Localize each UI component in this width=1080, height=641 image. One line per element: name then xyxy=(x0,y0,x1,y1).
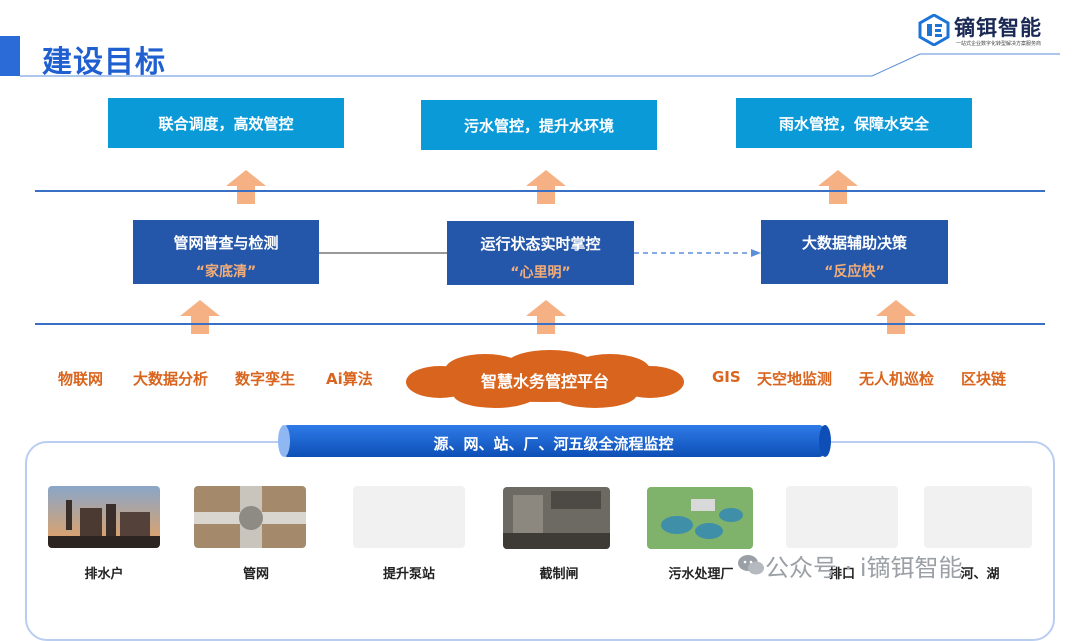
gate-photo xyxy=(503,487,610,549)
up-arrow-icon xyxy=(526,300,566,334)
up-arrow-icon xyxy=(818,170,858,204)
river-lake-photo xyxy=(924,486,1032,548)
goal-box-sewage: 污水管控，提升水环境 xyxy=(421,100,657,150)
brand-logo: 镝铒智能 一站式企业数字化转型解决方案服务商 xyxy=(918,12,1068,56)
divider-line xyxy=(35,323,1045,325)
factory-photo xyxy=(48,486,160,548)
monitor-item-label: 污水处理厂 xyxy=(668,567,734,582)
monitor-item-label: 截制闸 xyxy=(539,567,579,582)
tech-sky-ground-monitoring: 天空地监测 xyxy=(757,370,833,388)
goal-box-dispatch: 联合调度，高效管控 xyxy=(108,98,344,148)
tech-ai-algorithm: Ai算法 xyxy=(326,370,373,388)
pump-station-photo xyxy=(353,486,465,548)
stage-box-survey: 管网普查与检测 “家底清” xyxy=(133,220,319,284)
goal-box-rainwater: 雨水管控，保障水安全 xyxy=(736,98,972,148)
pipe-photo xyxy=(194,486,306,548)
stage-slogan: “家底清” xyxy=(195,264,257,280)
watermark-text: 公众号 · i镝铒智能 xyxy=(765,554,963,582)
monitor-item-label: 排口 xyxy=(828,567,855,582)
stage-label: 运行状态实时掌控 xyxy=(480,235,601,253)
title-accent-bar xyxy=(0,36,20,76)
goal-label: 雨水管控，保障水安全 xyxy=(778,114,929,133)
page-title: 建设目标 xyxy=(42,45,166,80)
tech-iot: 物联网 xyxy=(58,370,104,388)
up-arrow-icon xyxy=(526,170,566,204)
logo-name: 镝铒智能 xyxy=(954,16,1042,40)
stage-label: 大数据辅助决策 xyxy=(801,234,907,252)
tech-gis: GIS xyxy=(712,368,741,386)
monitor-item-label: 管网 xyxy=(242,567,269,582)
logo-tagline: 一站式企业数字化转型解决方案服务商 xyxy=(956,41,1042,47)
stage-slogan: “心里明” xyxy=(510,265,571,281)
up-arrow-icon xyxy=(180,300,220,334)
tech-big-data: 大数据分析 xyxy=(133,370,209,388)
tech-blockchain: 区块链 xyxy=(961,370,1007,388)
monitoring-banner-label: 源、网、站、厂、河五级全流程监控 xyxy=(433,435,674,453)
monitor-item-label: 提升泵站 xyxy=(382,567,435,582)
monitor-item-label: 排水户 xyxy=(84,567,124,582)
monitor-item-label: 河、湖 xyxy=(960,567,1000,582)
up-arrow-icon xyxy=(876,300,916,334)
stage-connectors xyxy=(319,249,761,257)
up-arrow-icon xyxy=(226,170,266,204)
monitoring-banner xyxy=(278,425,831,457)
platform-label: 智慧水务管控平台 xyxy=(480,372,609,391)
tech-digital-twin: 数字孪生 xyxy=(235,370,296,388)
title-underline xyxy=(20,53,1060,77)
outlet-photo xyxy=(786,486,898,548)
goal-label: 联合调度，高效管控 xyxy=(158,114,294,133)
goal-label: 污水管控，提升水环境 xyxy=(463,116,614,135)
platform-cloud-icon xyxy=(406,350,684,408)
divider-line xyxy=(35,190,1045,192)
stage-slogan: “反应快” xyxy=(824,264,885,280)
tech-drone-inspection: 无人机巡检 xyxy=(859,370,935,388)
stage-label: 管网普查与检测 xyxy=(173,234,279,252)
wechat-icon xyxy=(738,555,764,575)
logo-mark-icon xyxy=(918,14,950,46)
stage-box-decision: 大数据辅助决策 “反应快” xyxy=(761,220,948,284)
treatment-plant-photo xyxy=(647,487,753,549)
stage-box-realtime: 运行状态实时掌控 “心里明” xyxy=(447,221,634,285)
